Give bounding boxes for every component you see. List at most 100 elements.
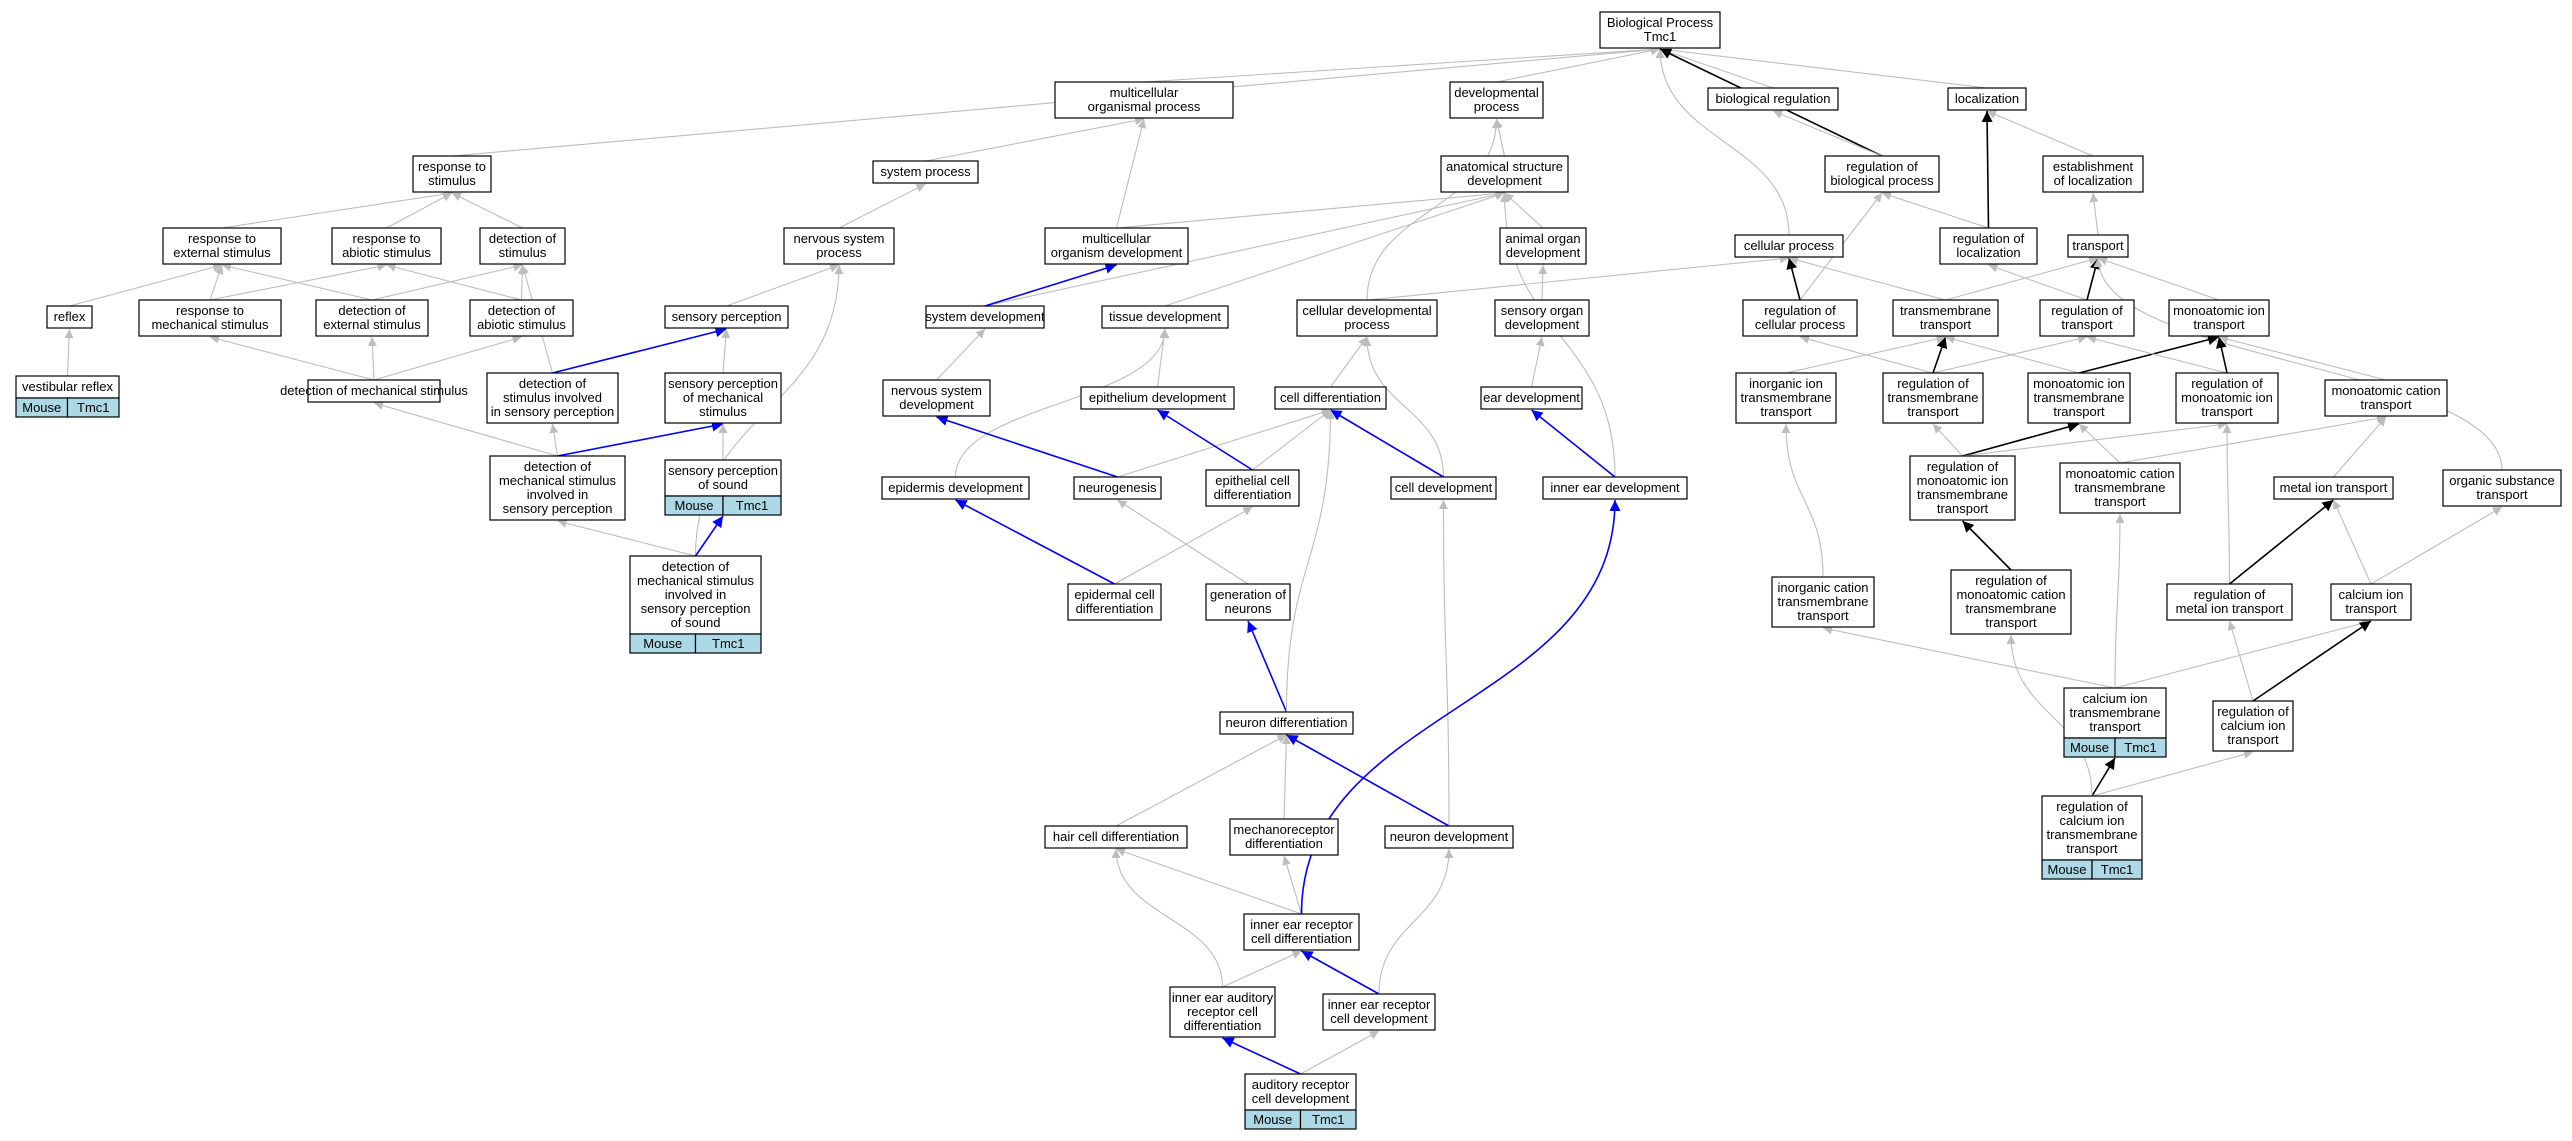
term-box xyxy=(1947,87,2027,111)
edge-mitt-to-tmt xyxy=(1945,334,2080,374)
term-node-dms[interactable]: detection of mechanical stimulus xyxy=(280,379,468,403)
term-box xyxy=(315,299,429,337)
term-node-epid[interactable]: epidermis development xyxy=(881,476,1030,500)
term-node-loc[interactable]: localization xyxy=(1947,87,2027,111)
term-node-breg[interactable]: biological regulation xyxy=(1707,87,1839,111)
term-label-line: establishment xyxy=(2053,159,2134,174)
edge-romit-to-rot xyxy=(2086,334,2228,374)
term-box xyxy=(1274,386,1387,410)
term-box xyxy=(489,455,626,521)
term-label-line: sensory perception xyxy=(672,309,782,324)
term-node-cdiff[interactable]: cell differentiation xyxy=(1274,386,1387,410)
edge-dmsisp-to-dsisp xyxy=(549,423,559,457)
term-label-line: inner ear auditory xyxy=(1172,990,1274,1005)
term-node-neur[interactable]: neurogenesis xyxy=(1073,476,1162,500)
edge-sysd-to-asd xyxy=(984,190,1505,307)
term-node-hcd[interactable]: hair cell differentiation xyxy=(1044,825,1188,849)
term-label-line: receptor cell xyxy=(1187,1004,1258,1019)
term-node-tr[interactable]: transport xyxy=(2067,234,2129,258)
term-node-mitr[interactable]: metal ion transport xyxy=(2273,476,2394,500)
term-node-ied[interactable]: inner ear development xyxy=(1542,476,1688,500)
term-node-cp[interactable]: cellular process xyxy=(1734,234,1844,258)
term-node-sysp[interactable]: system process xyxy=(872,160,979,184)
edge-epcd-to-cdiff xyxy=(1252,409,1331,471)
term-box xyxy=(138,299,282,337)
term-node-sp[interactable]: sensory perception xyxy=(664,305,789,329)
gene-tag-label: Tmc1 xyxy=(2101,862,2134,877)
term-node-ndev[interactable]: neuron development xyxy=(1384,825,1514,849)
term-box xyxy=(783,227,895,265)
term-node-sysd[interactable]: system development xyxy=(925,305,1045,329)
term-label-line: monoatomic ion xyxy=(2181,390,2273,405)
term-label-line: neurons xyxy=(1225,601,1272,616)
term-label-line: cellular process xyxy=(1755,317,1846,332)
term-node-ed[interactable]: ear development xyxy=(1480,386,1583,410)
term-node-celld[interactable]: cell development xyxy=(1390,476,1497,500)
term-node-td[interactable]: tissue development xyxy=(1101,305,1229,329)
term-node-nd[interactable]: neuron differentiation xyxy=(1219,711,1354,735)
edge-sysd-to-mod xyxy=(984,263,1117,307)
edge-cait-to-mitr xyxy=(2332,499,2372,585)
term-node-reflex[interactable]: reflex xyxy=(46,305,93,329)
term-label-line: transport xyxy=(2061,317,2113,332)
edge-neur-to-nsd xyxy=(936,415,1118,478)
term-box xyxy=(1499,227,1587,265)
term-label-line: regulation of xyxy=(1927,459,1999,474)
term-node-epd[interactable]: epithelium development xyxy=(1080,386,1235,410)
edge-rol-to-rbp xyxy=(1881,191,1989,229)
